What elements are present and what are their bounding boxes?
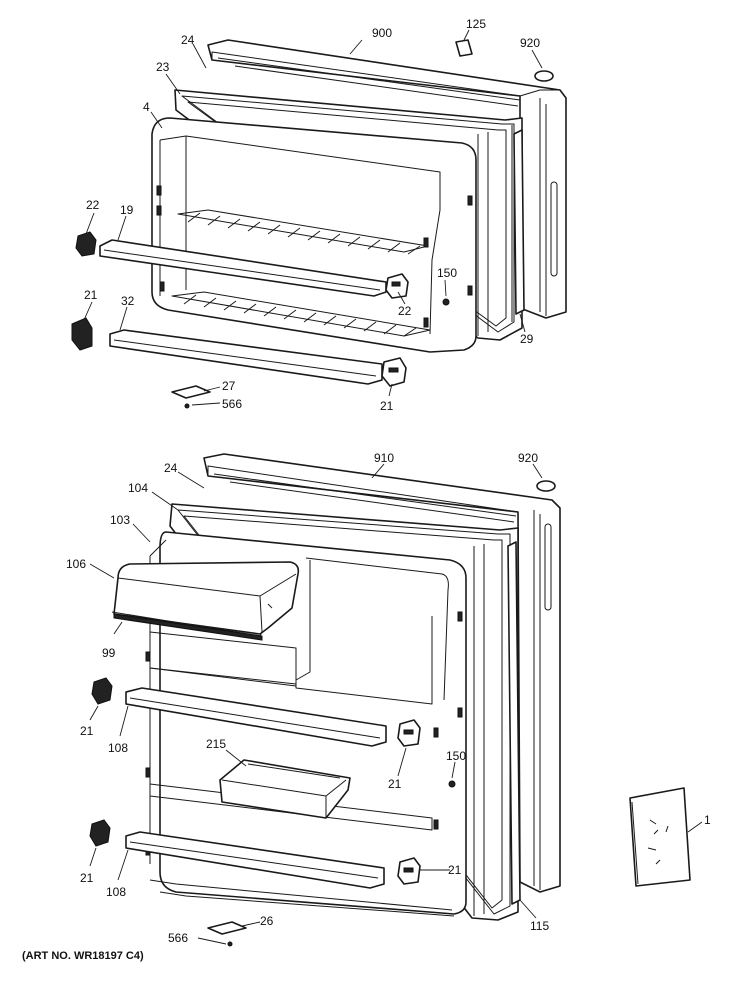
label-24-top: 24 (181, 33, 195, 47)
label-115: 115 (530, 919, 549, 933)
label-920-bottom: 920 (518, 451, 538, 465)
label-99: 99 (102, 646, 116, 660)
freezer-door-strip (513, 129, 525, 315)
freezer-plate-27 (171, 385, 211, 399)
label-19: 19 (120, 203, 134, 217)
label-21-b: 21 (388, 777, 402, 791)
label-910: 910 (374, 451, 394, 465)
freezer-bracket-lower-right (381, 357, 407, 387)
label-27: 27 (222, 379, 236, 393)
art-number: (ART NO. WR18197 C4) (22, 950, 144, 962)
label-104: 104 (128, 481, 148, 495)
freezer-leader-lines (83, 29, 543, 406)
instruction-booklet (629, 787, 691, 887)
fresh-food-door-assembly: 910 920 24 104 103 106 99 21 108 215 150… (66, 451, 711, 947)
label-103: 103 (110, 513, 130, 527)
freezer-screw-566 (184, 403, 190, 409)
fresh-bracket-upper-right (397, 719, 421, 747)
fresh-shelf-bar-lower (125, 831, 385, 889)
freezer-bracket-lower-left (71, 317, 93, 351)
label-150-top: 150 (437, 266, 457, 280)
label-22-right: 22 (398, 304, 412, 318)
freezer-bracket-upper-left (75, 231, 97, 257)
label-21-a: 21 (80, 724, 94, 738)
label-566-bottom: 566 (168, 931, 188, 945)
fresh-part-labels: 910 920 24 104 103 106 99 21 108 215 150… (66, 451, 711, 945)
fresh-bracket-upper-left (91, 677, 113, 705)
label-26: 26 (260, 914, 274, 928)
label-32: 32 (121, 294, 135, 308)
freezer-outer-door-panel (207, 39, 567, 319)
label-21-c: 21 (448, 863, 462, 877)
label-21-d: 21 (80, 871, 94, 885)
label-4: 4 (143, 100, 150, 114)
label-29: 29 (520, 332, 534, 346)
label-106: 106 (66, 557, 86, 571)
label-23: 23 (156, 60, 170, 74)
fresh-screw-566 (227, 941, 233, 947)
label-215: 215 (206, 737, 226, 751)
fresh-dairy-compartment (111, 561, 300, 641)
label-108-upper: 108 (108, 741, 128, 755)
freezer-shelf-bar-lower (109, 329, 383, 385)
freezer-plug-920 (534, 70, 554, 82)
label-920-top: 920 (520, 36, 540, 50)
fresh-egg-bin (219, 759, 351, 819)
label-21-left: 21 (84, 288, 98, 302)
freezer-screw-150 (442, 298, 450, 306)
label-21-right: 21 (380, 399, 394, 413)
freezer-door-assembly: 900 125 920 24 23 4 22 19 21 32 150 22 2… (71, 17, 567, 413)
fresh-screw-150 (448, 780, 456, 788)
freezer-plug-125 (455, 39, 473, 57)
label-1: 1 (704, 813, 711, 827)
label-24-bottom: 24 (164, 461, 178, 475)
fresh-plug-920 (536, 480, 556, 492)
freezer-part-labels: 900 125 920 24 23 4 22 19 21 32 150 22 2… (84, 17, 540, 413)
fresh-bracket-lower-right (397, 857, 421, 885)
label-125: 125 (466, 17, 486, 31)
freezer-shelf-bar-upper (99, 239, 387, 297)
fresh-outer-door-panel (203, 453, 561, 893)
label-150-bottom: 150 (446, 749, 466, 763)
fresh-bracket-lower-left (89, 819, 111, 847)
label-566-top: 566 (222, 397, 242, 411)
label-900: 900 (372, 26, 392, 40)
freezer-inner-liner (151, 117, 477, 353)
fresh-leader-lines (89, 463, 703, 945)
fresh-plate-26 (207, 921, 247, 935)
label-22-left: 22 (86, 198, 100, 212)
fresh-shelf-bar-upper (125, 687, 387, 747)
label-108-lower: 108 (106, 885, 126, 899)
freezer-bracket-upper-right (385, 273, 409, 299)
